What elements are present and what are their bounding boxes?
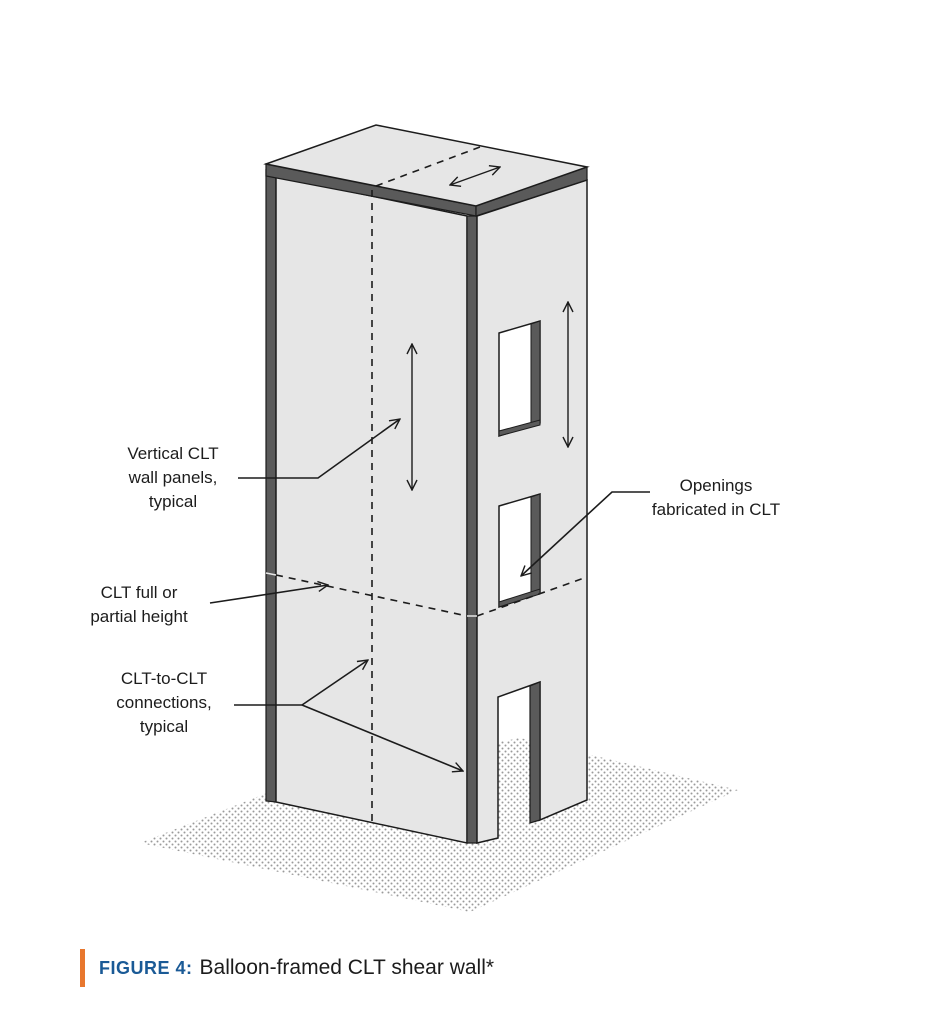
label-openings-line-2: fabricated in CLT (651, 500, 781, 519)
figure-caption: FIGURE 4: Balloon-framed CLT shear wall* (80, 948, 494, 988)
label-vertical-panels-line-3: typical (148, 492, 198, 511)
caption-label: FIGURE 4: (99, 957, 193, 978)
leader-vertical-panels (238, 419, 400, 479)
leader-connections-vertical (301, 660, 368, 706)
leader-openings (521, 491, 650, 576)
label-connections-line-3: typical (139, 717, 189, 736)
leader-full-partial (209, 585, 328, 604)
roof-face (263, 124, 590, 207)
left-panel-edge (265, 168, 277, 803)
span-arrows (412, 167, 568, 490)
caption-text: Balloon-framed CLT shear wall* (199, 956, 495, 979)
label-connections-line-2: connections, (116, 693, 212, 712)
leader-lines (209, 419, 650, 771)
upper-window-jamb (530, 320, 541, 427)
roof-joint-line (375, 146, 481, 187)
roof-span-arrow (450, 167, 500, 185)
label-openings: Openings fabricated in CLT (640, 474, 792, 522)
label-vertical-panels: Vertical CLT wall panels, typical (100, 442, 246, 514)
label-full-partial: CLT full or partial height (70, 581, 208, 629)
label-openings-line-1: Openings (679, 476, 753, 495)
leader-connections-corner (301, 704, 463, 771)
label-vertical-panels-line-1: Vertical CLT (127, 444, 219, 463)
left-edge-splice (265, 572, 277, 576)
front-floor-joint-line (275, 574, 468, 617)
front-corner-edge (466, 215, 478, 844)
side-floor-joint-line (476, 576, 588, 617)
lower-window-jamb (530, 493, 541, 597)
label-full-partial-line-1: CLT full or (100, 583, 178, 602)
label-full-partial-line-2: partial height (90, 607, 188, 626)
door-jamb (529, 681, 541, 824)
upper-window-sill (498, 419, 541, 437)
label-connections-line-1: CLT-to-CLT (120, 669, 208, 688)
panel-joint-lines (275, 146, 588, 822)
label-vertical-panels-line-2: wall panels, (128, 468, 218, 487)
caption-accent-bar (80, 949, 85, 987)
label-connections: CLT-to-CLT connections, typical (94, 667, 234, 739)
